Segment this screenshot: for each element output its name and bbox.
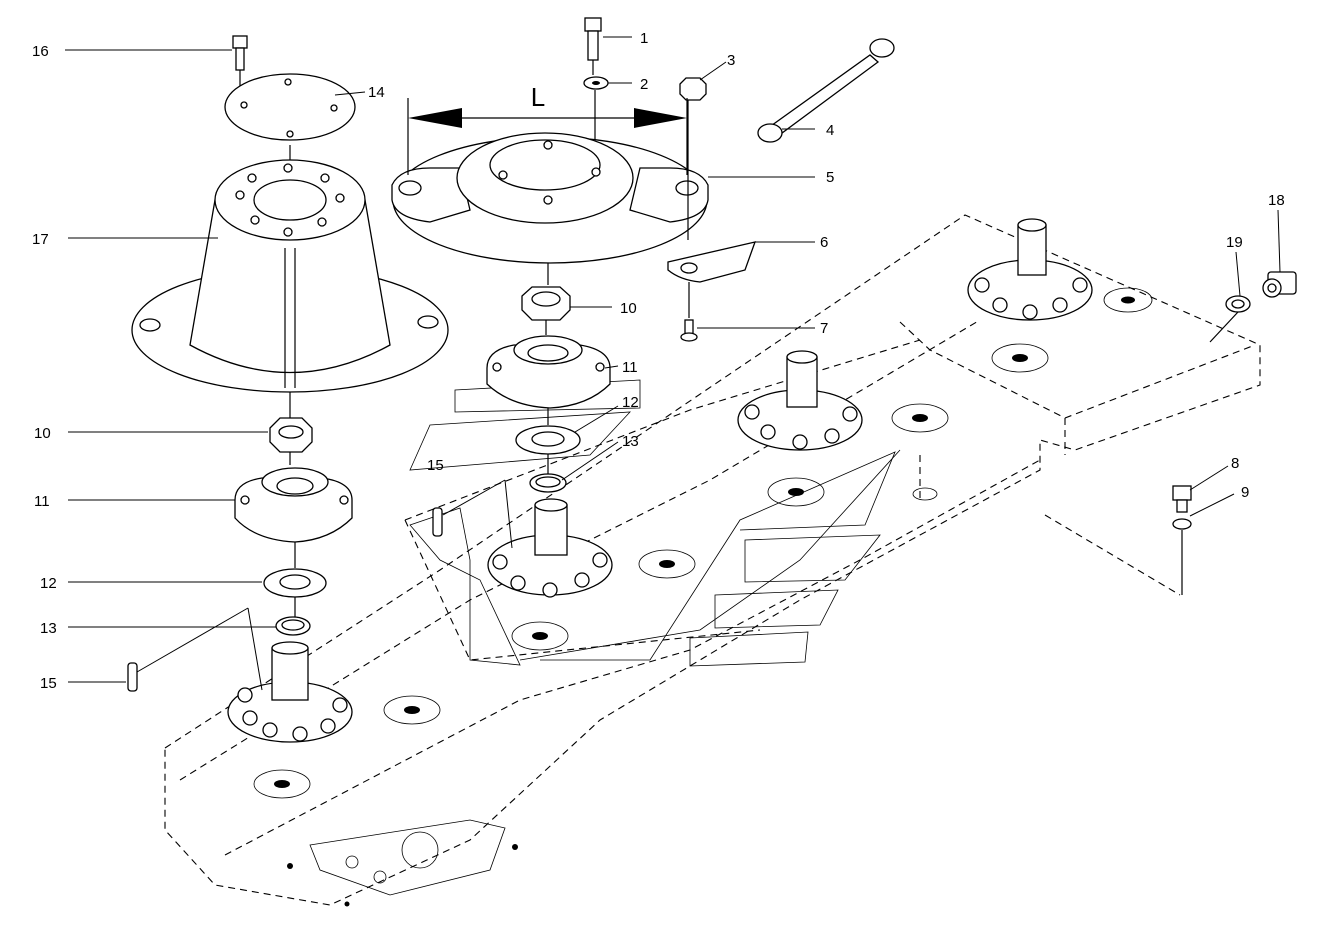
callout-18: 18 bbox=[1268, 192, 1285, 209]
dimension-L: L bbox=[407, 82, 688, 175]
callout-11-center: 11 bbox=[622, 359, 638, 376]
callout-1: 1 bbox=[640, 30, 648, 47]
callout-8: 8 bbox=[1231, 455, 1239, 472]
callout-13-left: 13 bbox=[40, 620, 57, 637]
callout-9: 9 bbox=[1241, 484, 1249, 501]
callout-13-center: 13 bbox=[622, 433, 639, 450]
callout-12-center: 12 bbox=[622, 394, 639, 411]
callout-6: 6 bbox=[820, 234, 828, 251]
dimension-L-label: L bbox=[531, 82, 545, 112]
callout-10-center: 10 bbox=[620, 300, 637, 317]
callout-3: 3 bbox=[727, 52, 735, 69]
callout-4: 4 bbox=[826, 122, 834, 139]
callout-10-left: 10 bbox=[34, 425, 51, 442]
small-hardware bbox=[667, 38, 1297, 595]
leader-lines bbox=[65, 36, 1281, 691]
callout-15-center: 15 bbox=[427, 457, 444, 474]
callout-5: 5 bbox=[826, 169, 834, 186]
disc-bearing-spots bbox=[253, 287, 1153, 799]
gearbox-housings bbox=[227, 218, 1093, 743]
left-drum-stack bbox=[127, 35, 449, 692]
callout-15-left: 15 bbox=[40, 675, 57, 692]
callout-labels: 1 2 3 4 5 6 7 8 9 10 10 11 11 12 12 13 1… bbox=[32, 30, 1285, 692]
callout-2: 2 bbox=[640, 76, 648, 93]
callout-16: 16 bbox=[32, 43, 49, 60]
callout-14: 14 bbox=[368, 84, 385, 101]
callout-11-left: 11 bbox=[34, 493, 50, 510]
callout-7: 7 bbox=[820, 320, 828, 337]
callout-17: 17 bbox=[32, 231, 49, 248]
callout-12-left: 12 bbox=[40, 575, 57, 592]
callout-19: 19 bbox=[1226, 234, 1243, 251]
